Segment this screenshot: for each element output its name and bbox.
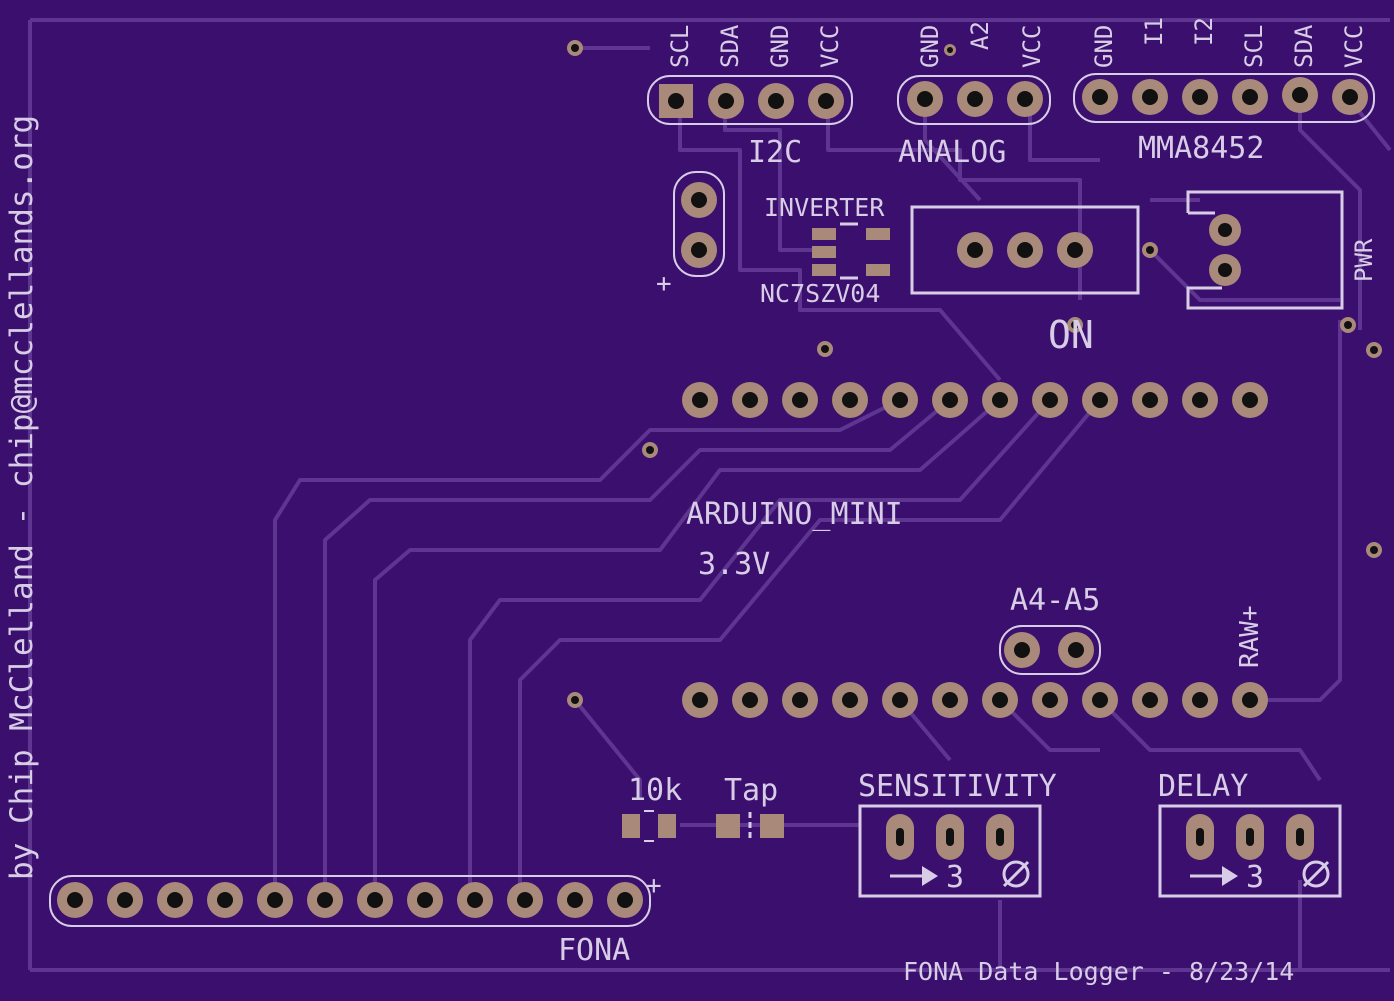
pwr-connector: PWR [1186,190,1378,310]
mma-pin-i1: I1 [1140,17,1168,46]
i2c-header: SCL SDA GND VCC I2C [647,24,853,170]
mma8452-header: GND I1 I2 SCL SDA VCC MMA8452 [1073,17,1375,166]
fona-label: FONA [558,933,630,968]
inverter-title: INVERTER [764,193,885,222]
delay-pot: DELAY 3 [1158,769,1342,898]
arduino-voltage: 3.3V [698,547,770,582]
arduino-top-row [682,382,1268,418]
mma-pin-scl: SCL [1240,25,1268,68]
slide-switch: ON [910,205,1158,357]
arduino-bottom-row [682,682,1268,718]
inverter-part: NC7SZV04 [760,279,880,308]
analog-header: GND A2 VCC ANALOG [897,21,1051,170]
mma-pin-vcc: VCC [1340,25,1368,68]
i2c-pin-vcc: VCC [816,25,844,68]
analog-label: ANALOG [898,135,1006,170]
jumper-label: A4-A5 [1010,583,1100,618]
tap-jumper: Tap [716,773,784,840]
i2c-pin-scl: SCL [666,25,694,68]
switch-label: ON [1048,313,1094,357]
inverter-chip: INVERTER NC7SZV04 [760,193,890,308]
raw-label: RAW+ [1235,605,1265,668]
pwr-label: PWR [1350,238,1378,282]
power-plus: + [656,269,672,299]
mma-pin-sda: SDA [1290,24,1318,68]
sensitivity-label: SENSITIVITY [858,769,1057,804]
mma-pin-gnd: GND [1090,25,1118,68]
mma-pin-i2: I2 [1190,17,1218,46]
traces [28,18,1392,972]
sensitivity-value: 3 [946,860,964,895]
footer-text: FONA Data Logger - 8/23/14 [903,957,1294,986]
i2c-pin-sda: SDA [716,24,744,68]
mma-label: MMA8452 [1138,131,1264,166]
fona-header: + FONA [49,871,662,968]
tap-label: Tap [724,773,778,808]
fona-plus: + [646,871,662,901]
credit-text: by Chip McClelland - chip@mcclellands.or… [4,115,40,880]
delay-value: 3 [1246,860,1264,895]
i2c-pin-gnd: GND [766,25,794,68]
arduino-name: ARDUINO_MINI [686,497,903,532]
analog-pin-gnd: GND [916,25,944,68]
resistor-10k: 10k [622,773,682,842]
resistor-label: 10k [628,773,682,808]
vias [567,40,1382,708]
analog-pin-a2: A2 [966,21,994,50]
delay-label: DELAY [1158,769,1248,804]
sensitivity-pot: SENSITIVITY 3 [858,769,1057,898]
power-header: + [656,171,725,299]
analog-pin-vcc: VCC [1018,25,1046,68]
a4-a5-jumper: A4-A5 [999,583,1101,675]
i2c-label: I2C [748,135,802,170]
